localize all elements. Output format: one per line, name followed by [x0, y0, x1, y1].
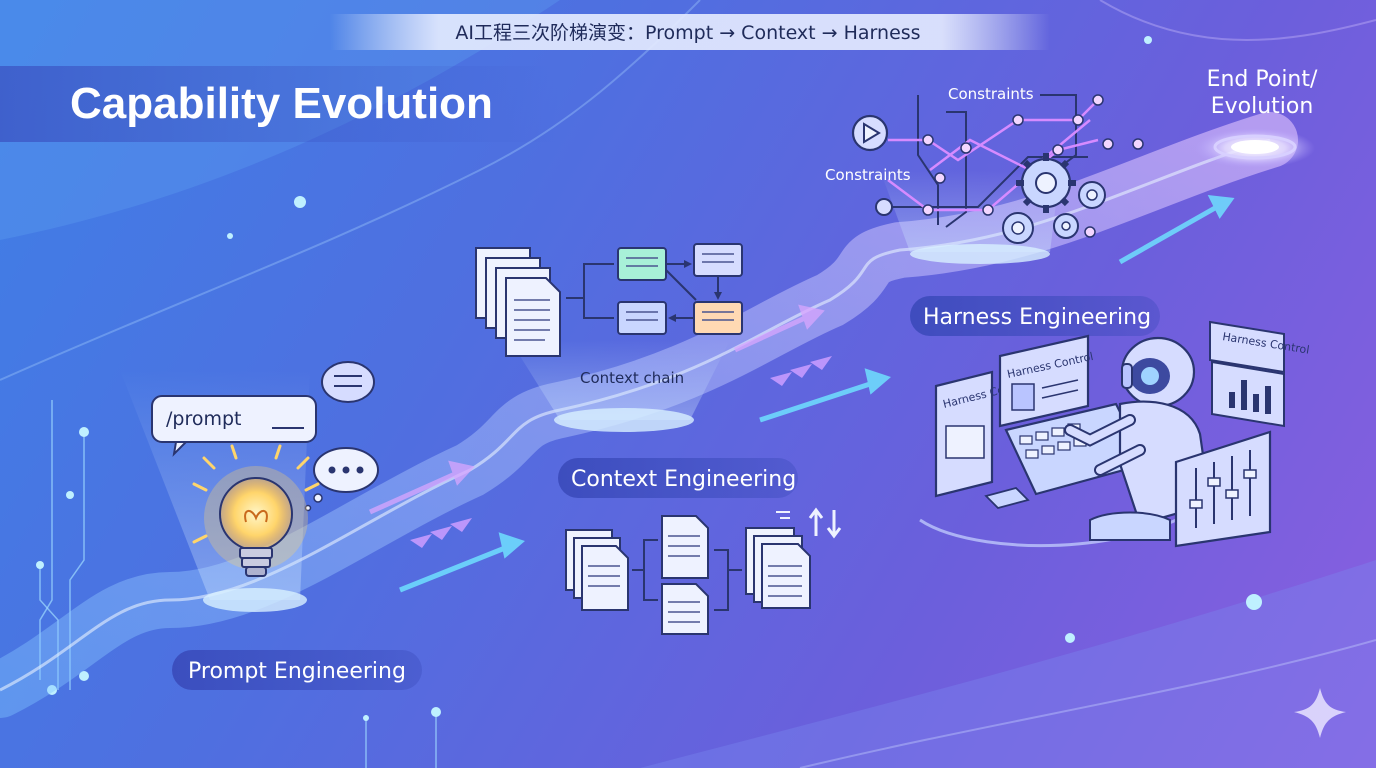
end-point: End Point/ Evolution [1195, 67, 1318, 168]
prompt-stage-label: Prompt Engineering [188, 659, 406, 684]
screen-right: Harness Control [1209, 320, 1310, 428]
top-banner: AI工程三次阶梯演变：Prompt → Context → Harness [330, 14, 1050, 50]
chat-bubble-icon [321, 361, 375, 403]
prompt-bubble: /prompt [151, 395, 317, 457]
prompt-stage-chip: Prompt Engineering [172, 650, 422, 690]
sort-arrows-icon [776, 507, 842, 539]
constraints-network: Constraints Constraints [825, 85, 1144, 264]
context-documents-lower [565, 515, 811, 635]
robot-workstation: Harness Control Harness Control [919, 320, 1310, 548]
play-icon [851, 114, 889, 152]
mixer-panel-icon [1174, 430, 1272, 548]
context-flow-diagram [566, 243, 743, 335]
harness-stage-chip: Harness Engineering [910, 296, 1160, 336]
thought-bubble-icon [304, 447, 379, 512]
screen-left: Harness Control [934, 370, 1030, 498]
harness-stage-label: Harness Engineering [923, 305, 1151, 330]
lightbulb-icon [192, 444, 320, 577]
title-block: Capability Evolution [0, 66, 560, 142]
pink-arrows [368, 304, 825, 515]
prompt-bubble-text: /prompt [166, 408, 242, 430]
context-stage: Context chain Context Engineering [475, 243, 842, 635]
cyan-arrows [399, 195, 1235, 593]
sparkle-icon [1294, 688, 1346, 738]
constraints-left-label: Constraints [825, 166, 911, 184]
document-stack-icon [475, 247, 561, 357]
context-chain-label: Context chain [580, 369, 684, 387]
page-title: Capability Evolution [70, 79, 493, 128]
constraints-top-label: Constraints [948, 85, 1034, 103]
purple-chevrons [410, 356, 832, 548]
banner-text: AI工程三次阶梯演变：Prompt → Context → Harness [455, 22, 920, 44]
context-stage-chip: Context Engineering [558, 458, 798, 498]
gear-small-icon [1002, 181, 1106, 244]
prompt-stage: /prompt [120, 361, 422, 690]
end-point-label-line2: Evolution [1211, 94, 1314, 119]
screen-center: Harness Control [998, 334, 1095, 428]
robot-icon [1064, 336, 1212, 541]
end-point-label-line1: End Point/ [1207, 67, 1318, 92]
context-stage-label: Context Engineering [571, 467, 796, 492]
gear-icon [1016, 153, 1076, 213]
